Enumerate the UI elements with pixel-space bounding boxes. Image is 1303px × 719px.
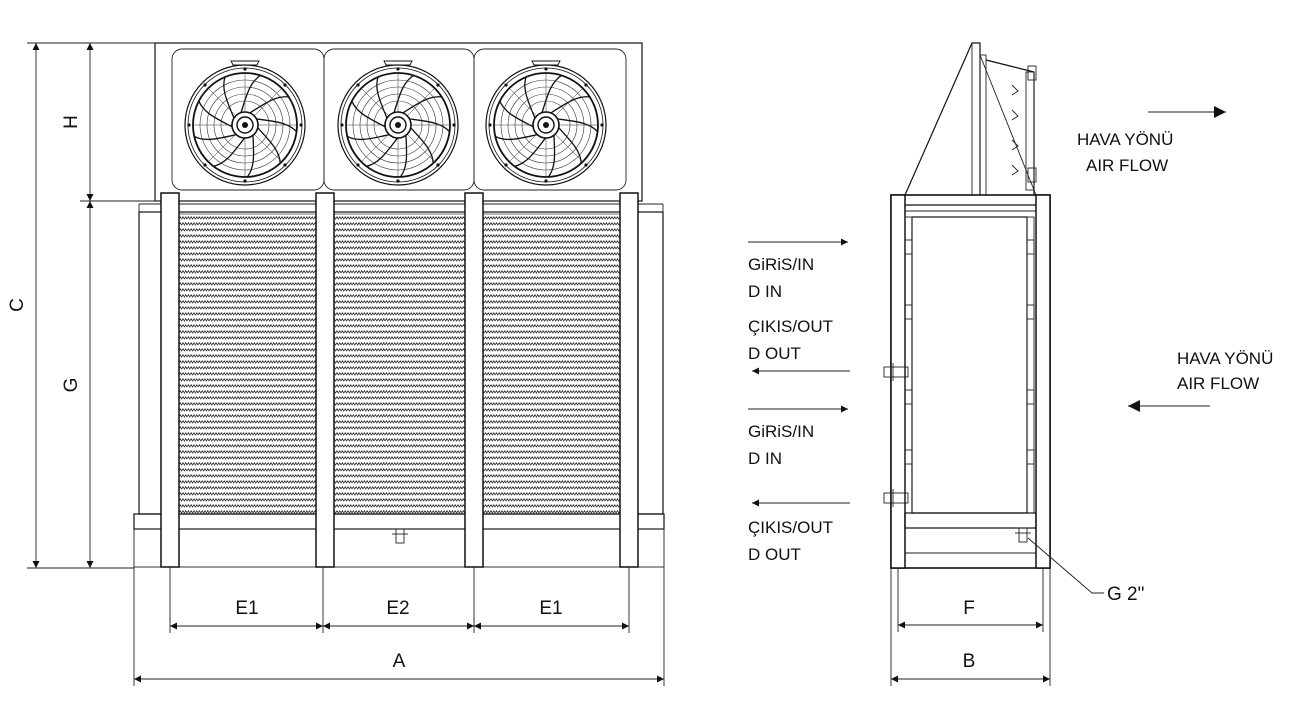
fan-panel — [473, 48, 627, 191]
water-basin — [133, 513, 665, 530]
fan-housing — [154, 42, 643, 202]
cooling-pad-side — [911, 216, 1028, 514]
dimension-e1-label: E1 — [235, 598, 258, 619]
connection-label: D OUT — [748, 344, 801, 363]
connection-label: D OUT — [748, 545, 801, 564]
dimension-g-label: G — [61, 378, 82, 393]
dimension-f-label: F — [963, 598, 975, 619]
basin-lower — [133, 528, 665, 568]
support-leg — [315, 192, 335, 568]
fan-cowl — [985, 59, 1035, 195]
connection-label: ÇIKIS/OUT — [748, 518, 833, 537]
basin-side — [904, 512, 1037, 529]
fan-icon — [184, 60, 306, 186]
air-flow-label: AIR FLOW — [1086, 156, 1168, 175]
fan-icon — [337, 60, 459, 186]
dimension-c-label: C — [7, 298, 28, 312]
drain-leader — [1027, 537, 1104, 594]
dimension-e2-label: E2 — [386, 598, 409, 619]
cooling-pad — [482, 213, 621, 515]
drain-fitting-side — [1018, 527, 1028, 543]
drain-label: G 2" — [1107, 584, 1144, 605]
pipe-outlet — [883, 492, 909, 504]
connection-label: D IN — [748, 449, 782, 468]
air-flow-label: HAVA YÖNÜ — [1077, 130, 1173, 149]
connection-label: GiRiS/IN — [748, 255, 814, 274]
dimension-b-label: B — [963, 651, 976, 672]
support-leg — [619, 192, 639, 568]
side-post — [890, 194, 906, 569]
front-view: C H G E1 E2 E1 A — [7, 42, 665, 686]
air-flow-label: AIR FLOW — [1177, 374, 1259, 393]
support-leg — [464, 192, 484, 568]
fan-icon — [485, 60, 607, 186]
connection-label: GiRiS/IN — [748, 422, 814, 441]
side-body — [890, 194, 1051, 569]
dimension-h-label: H — [61, 115, 82, 129]
cooling-pad — [178, 213, 317, 515]
dimension-e1-label: E1 — [539, 598, 562, 619]
pipe-outlet — [883, 366, 909, 378]
air-flow-label: HAVA YÖNÜ — [1177, 349, 1273, 368]
dimension-a-label: A — [393, 651, 406, 672]
fan-hood — [904, 42, 981, 196]
support-leg — [160, 192, 180, 568]
side-post — [1035, 194, 1051, 569]
connection-label: ÇIKIS/OUT — [748, 317, 833, 336]
side-view: GiRiS/IN D IN ÇIKIS/OUT D OUT GiRiS/IN D… — [748, 42, 1273, 686]
cooling-pad — [333, 213, 466, 515]
connection-label: D IN — [748, 282, 782, 301]
drain-fitting — [395, 528, 405, 544]
